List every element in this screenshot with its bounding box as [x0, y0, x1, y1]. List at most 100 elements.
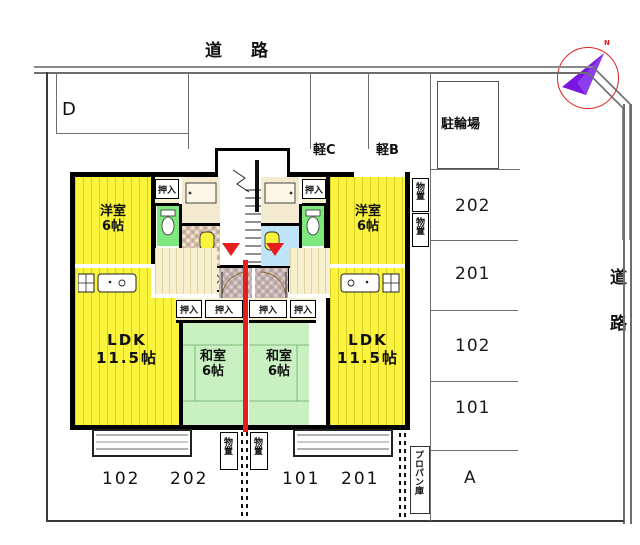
bottom-label-202: 202 — [170, 469, 209, 489]
right-balcony-rail-lines — [297, 434, 389, 450]
right-japanese-room — [249, 323, 309, 425]
left-closet-wall-bottom — [176, 320, 243, 323]
bottom-label-102: 102 — [102, 469, 141, 489]
site-boundary-left — [46, 72, 48, 522]
right-western-room — [330, 177, 405, 264]
right-closet-b-label: 押入 — [290, 300, 316, 318]
right-toilet-wall-right — [324, 204, 327, 248]
left-closet-a-label: 押入 — [176, 300, 202, 318]
left-ldk-name: LDK — [107, 331, 147, 349]
left-ldk-label: LDK 11.5帖 — [80, 330, 174, 368]
bicycle-parking-box[interactable] — [437, 81, 499, 169]
right-entrance-door-swing-icon — [259, 271, 287, 299]
storage-box-right-a[interactable] — [412, 178, 429, 212]
right-ldk — [330, 298, 405, 425]
building-center-divider-line — [243, 260, 248, 432]
left-kitchen-sink-stove-icon — [78, 273, 137, 293]
right-balcony — [293, 429, 393, 457]
parking-space-202-label[interactable]: 202 — [455, 196, 491, 216]
right-ldk-wall-left — [326, 298, 330, 425]
right-japanese-room-name: 和室 — [265, 349, 292, 365]
storage-box-right-b[interactable] — [412, 213, 429, 247]
building-wall-right — [405, 172, 410, 430]
propane-storage-label: プロパン庫 — [413, 450, 423, 495]
parking-space-101-label[interactable]: 101 — [455, 398, 491, 418]
center-path-dashed-right — [246, 432, 248, 520]
site-boundary-ne-diagonal — [587, 65, 631, 240]
left-japanese-room-size: 6帖 — [201, 364, 225, 379]
left-toilet-wall-left — [153, 204, 156, 248]
storage-box-bottom-a-label: 物置 — [222, 437, 232, 455]
left-upper-closet-label: 押入 — [155, 179, 179, 199]
right-kitchen-sink-stove-icon — [340, 273, 400, 293]
right-toilet-fixture-icon — [305, 209, 321, 236]
left-japanese-room — [183, 323, 243, 425]
parking-space-keiC-label[interactable]: 軽C — [313, 143, 336, 158]
parking-divider-1b — [188, 74, 190, 149]
parking-space-D-label[interactable]: D — [62, 99, 76, 120]
left-bath-wall-bottom — [182, 223, 220, 226]
parking-column-left-edge — [430, 169, 432, 521]
propane-storage-box[interactable] — [410, 446, 430, 514]
left-toilet-wall-right — [179, 204, 182, 248]
left-balcony-rail-lines — [96, 434, 188, 450]
left-western-room-label: 洋室 6帖 — [80, 203, 146, 237]
storage-box-bottom-b-label: 物置 — [252, 437, 262, 455]
propane-path-dashed-left — [399, 425, 401, 520]
parking-divider-0 — [56, 74, 58, 134]
storage-box-bottom-a[interactable] — [220, 432, 238, 470]
right-japanese-room-label: 和室 6帖 — [254, 348, 304, 382]
right-toilet-wall-left — [299, 204, 302, 248]
parking-space-102-label[interactable]: 102 — [455, 336, 491, 356]
right-ldk-size: 11.5帖 — [336, 349, 399, 367]
parking-divider-3 — [368, 74, 370, 149]
left-ldk-wall-right — [179, 298, 183, 425]
parking-space-keiB-label[interactable]: 軽B — [376, 143, 399, 158]
storage-box-right-a-label: 物置 — [414, 182, 424, 200]
right-western-room-size: 6帖 — [356, 219, 380, 234]
right-entrance-arrow-icon — [266, 243, 284, 256]
site-boundary-bottom — [46, 520, 624, 522]
right-ldk-name: LDK — [348, 331, 388, 349]
left-hallway — [155, 248, 217, 294]
parking-row-sep-201-102 — [430, 310, 518, 312]
left-entrance-door-swing-icon — [221, 271, 249, 299]
right-entrance-genkan — [255, 268, 288, 298]
compass-ring — [557, 47, 619, 109]
left-western-room-size: 6帖 — [101, 219, 125, 234]
building-wall-top — [70, 172, 354, 177]
storage-box-bottom-b[interactable] — [250, 432, 268, 470]
parking-divider-4 — [430, 74, 432, 169]
right-bathtub-icon — [264, 182, 296, 204]
right-tatami-mat-lines — [249, 344, 309, 402]
left-closet-b-label: 押入 — [205, 300, 243, 318]
parking-row-sep-top — [430, 169, 520, 171]
left-tatami-mat-lines — [183, 344, 243, 402]
right-bath-wall-bottom — [261, 223, 299, 226]
compass-needle-icon — [562, 53, 604, 95]
parking-space-201-label[interactable]: 201 — [455, 264, 491, 284]
road-edge-right — [630, 104, 632, 524]
parking-space-A-label[interactable]: A — [464, 468, 477, 488]
left-bathtub-icon — [185, 182, 217, 204]
right-closet-a-label: 押入 — [249, 300, 287, 318]
left-japanese-room-label: 和室 6帖 — [188, 348, 238, 382]
left-upper-closet-wall — [155, 203, 179, 206]
right-upper-closet-label: 押入 — [302, 179, 326, 199]
building-wall-left — [70, 172, 75, 430]
parking-divider-2 — [310, 74, 312, 149]
right-japanese-room-size: 6帖 — [267, 364, 291, 379]
right-upper-closet-wall — [302, 203, 326, 206]
right-western-room-wall-left — [326, 177, 330, 264]
right-ldk-label: LDK 11.5帖 — [333, 330, 403, 368]
parking-row-sep-102-101 — [430, 381, 518, 383]
parking-row-sep-101-A — [430, 450, 518, 452]
left-japanese-room-name: 和室 — [199, 349, 226, 365]
parking-row-sep-202-201 — [430, 240, 518, 242]
left-entrance-arrow-icon — [222, 243, 240, 256]
site-boundary-top — [34, 72, 588, 74]
center-path-dashed-left — [241, 432, 243, 520]
parking-D-bottom-edge — [56, 133, 188, 135]
road-label-top: 道 路 — [205, 41, 274, 61]
